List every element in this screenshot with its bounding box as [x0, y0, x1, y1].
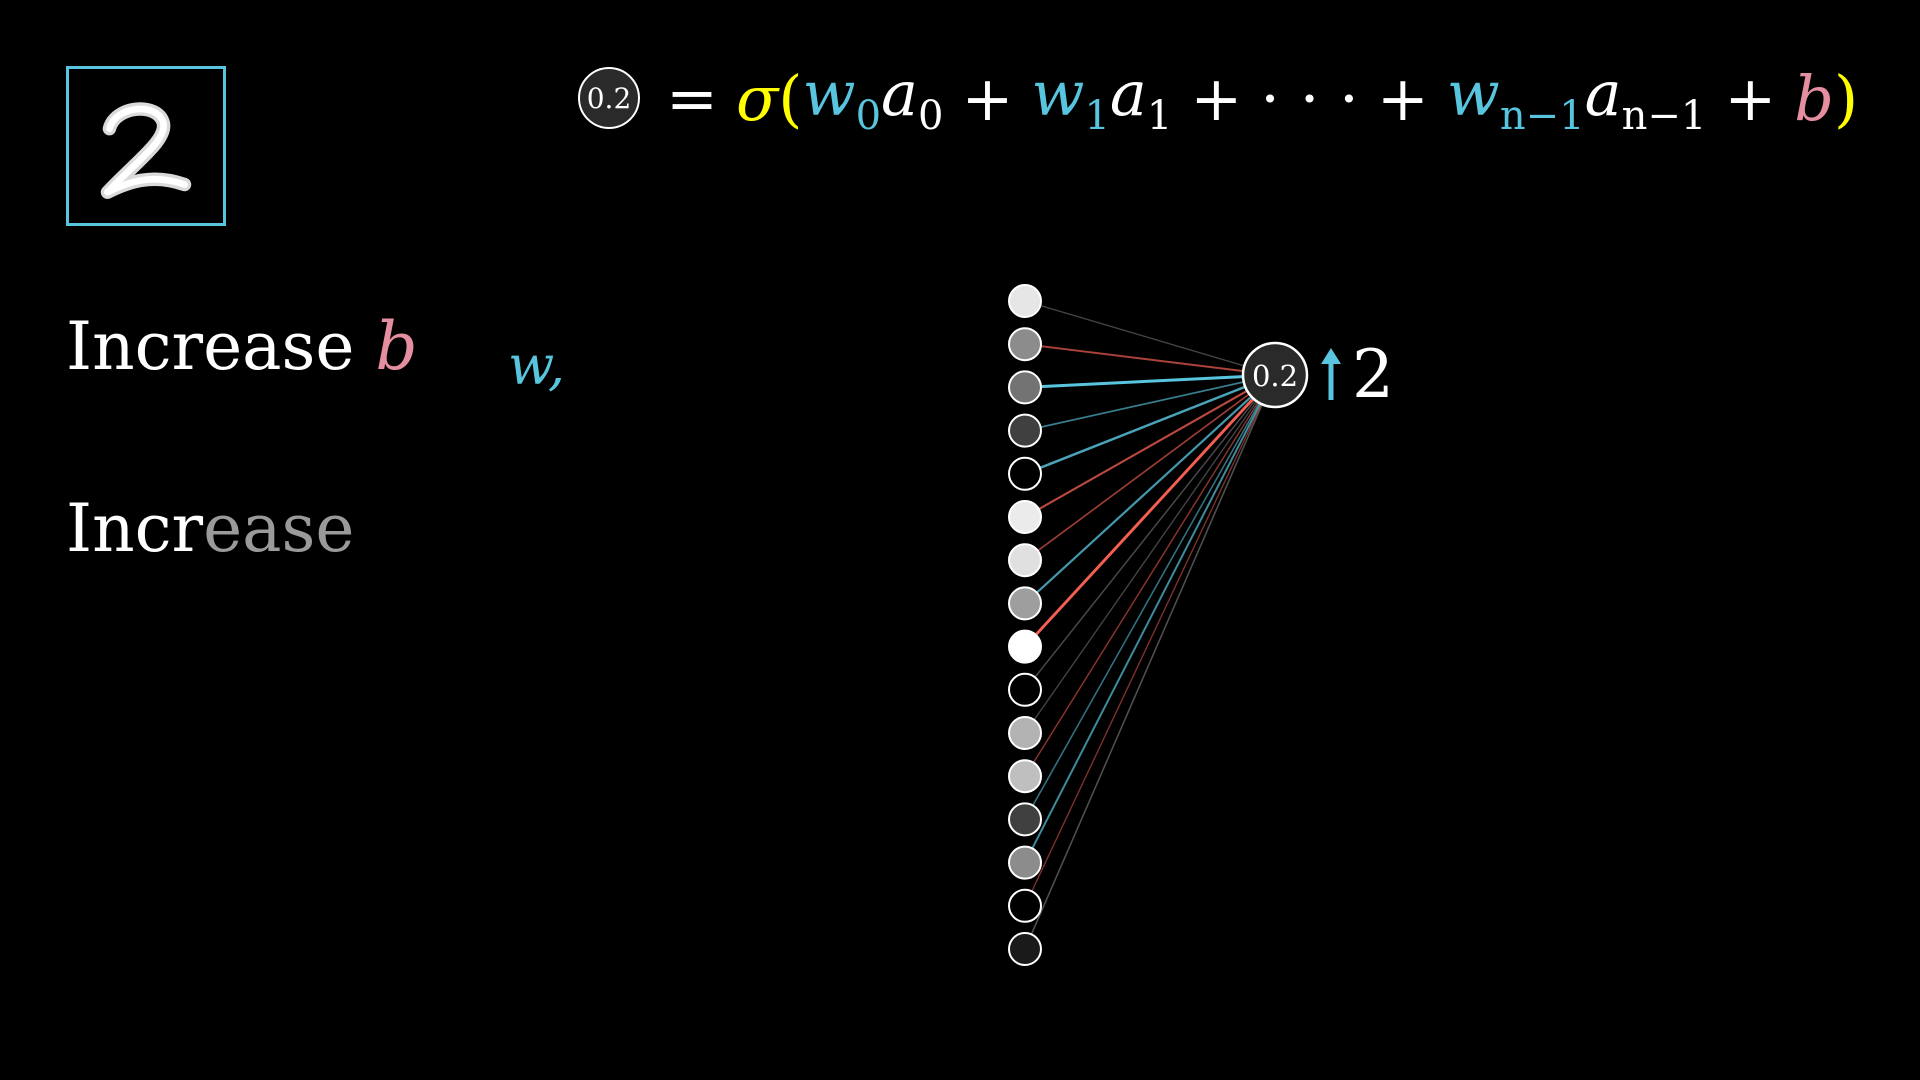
weight-symbol-fragment: w, [508, 334, 565, 397]
activation-equation: 0.2 = σ ( w0 a0 + w1 a1 + · · · + wn−1 a… [578, 57, 1859, 139]
activation-a0: a0 [881, 57, 944, 139]
input-neuron [1008, 370, 1042, 405]
input-neuron [1008, 413, 1042, 448]
activation-a1: a1 [1109, 57, 1173, 139]
connection-line [1024, 374, 1276, 777]
connection-line [1024, 374, 1276, 864]
connection-line [1024, 300, 1276, 376]
connection-line [1024, 374, 1276, 734]
input-neuron [1008, 845, 1042, 880]
digit-image: 2 [100, 102, 192, 199]
connection-line [1023, 374, 1277, 648]
increase-weights-label: Increase [66, 490, 354, 567]
input-neuron [1008, 500, 1042, 534]
connection-line [1024, 343, 1276, 376]
connection-line [1024, 374, 1276, 950]
input-neuron [1008, 716, 1042, 750]
increase-bias-label: Increase b [66, 308, 418, 385]
input-neuron [1008, 543, 1042, 578]
weight-wn: wn−1 [1446, 57, 1585, 139]
output-neuron: 0.2 [1241, 341, 1309, 409]
input-neuron [1008, 888, 1042, 923]
input-neuron [1008, 586, 1042, 621]
input-neuron [1008, 327, 1042, 362]
weight-w1: w1 [1031, 57, 1110, 139]
plus-sign: + [961, 61, 1014, 135]
sigma-symbol: σ [735, 61, 779, 135]
bias-variable: b [375, 308, 418, 385]
input-neuron [1008, 932, 1042, 966]
bias-b: b [1794, 61, 1834, 135]
connection-line [1024, 374, 1276, 432]
connection-line [1024, 374, 1276, 907]
plus-sign: + [1376, 61, 1429, 135]
input-neuron [1008, 672, 1042, 707]
connection-line [1024, 374, 1276, 691]
target-digit-label: 2 [1352, 336, 1394, 413]
plus-sign: + [1190, 61, 1243, 135]
connection-line [1024, 374, 1276, 518]
increase-text-solid: Incr [66, 490, 204, 567]
equals-sign: = [666, 61, 718, 135]
input-neuron [1008, 456, 1042, 491]
output-neuron-value: 0.2 [1252, 359, 1298, 393]
connection-line [1024, 374, 1276, 605]
open-paren: ( [778, 61, 803, 135]
equation-neuron-value: 0.2 [586, 81, 632, 115]
connections-group [1023, 300, 1277, 950]
connection-line [1024, 373, 1276, 475]
close-paren: ) [1833, 61, 1859, 135]
up-arrow-icon [1321, 348, 1341, 400]
digit-image-frame: 2 [66, 66, 226, 226]
connection-line [1024, 374, 1276, 820]
input-neuron [1008, 629, 1042, 664]
increase-text-fading: ease [203, 490, 355, 567]
ellipsis: · · · [1260, 61, 1359, 135]
activation-an: an−1 [1584, 57, 1707, 139]
input-layer [1008, 284, 1042, 966]
increase-text: Increase [66, 308, 355, 385]
input-neuron [1008, 759, 1042, 794]
input-neuron [1008, 284, 1042, 318]
weight-w0: w0 [802, 57, 882, 139]
input-neuron [1008, 802, 1042, 837]
connection-line [1024, 374, 1276, 561]
connection-line [1024, 373, 1276, 389]
equation-neuron: 0.2 [578, 67, 640, 129]
plus-sign: + [1724, 61, 1777, 135]
